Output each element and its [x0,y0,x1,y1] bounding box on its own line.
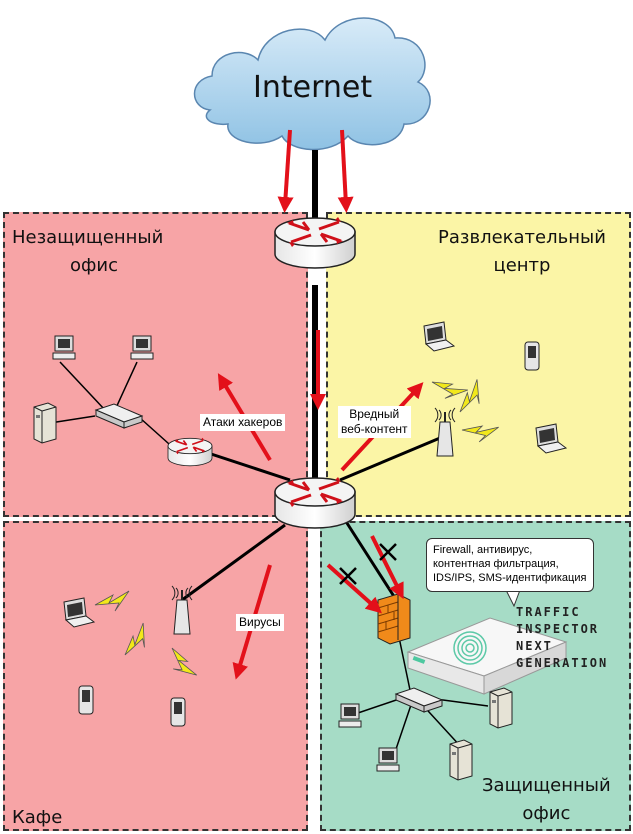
zone-entertainment-center [326,212,631,517]
blocked-icon [339,567,357,585]
zone-cafe [3,521,308,831]
laptop-icon [423,321,455,352]
zone-label-protected: Защищенный офис [482,775,611,824]
router-icon [273,475,357,530]
laptop-icon [63,597,95,628]
cloud-label: Internet [253,70,373,105]
product-brand: TRAFFIC INSPECTOR NEXT GENERATION [516,605,609,670]
phone-icon [524,341,540,371]
desktop-icon [376,747,400,772]
router-icon [273,215,357,270]
zone-label-cafe: Кафе [12,807,63,828]
phone-icon [78,685,94,715]
links [181,436,441,602]
phone-icon [170,697,186,727]
zone-unprotected-office [3,212,308,517]
switch-icon [95,403,143,429]
blocked-icon [379,543,397,561]
server-icon [33,402,57,444]
protection-callout: Firewall, антивирус, контентная фильтрац… [426,538,594,592]
callout-pointer [505,589,521,608]
server-icon [449,739,473,781]
desktop-icon [52,335,76,360]
cloud-icon [193,17,431,151]
appliance-icon [406,617,568,695]
threat-label-viruses: Вирусы [236,614,284,631]
desktop-icon [338,703,362,728]
threat-label-hackers: Атаки хакеров [200,414,286,431]
threat-label-malicious: Вредный веб-контент [338,406,411,438]
zone-label-entertainment: Развлекательный центр [438,227,606,276]
switch-icon [395,687,443,713]
desktop-icon [130,335,154,360]
router-icon [167,436,213,467]
access-point-icon [171,585,193,635]
fingerprint-icon [453,631,487,665]
access-point-icon [434,407,456,457]
zone-label-unprotected: Незащищенный офис [12,227,164,276]
server-icon [489,687,513,729]
laptop-icon [535,423,567,454]
firewall-icon [377,593,411,645]
